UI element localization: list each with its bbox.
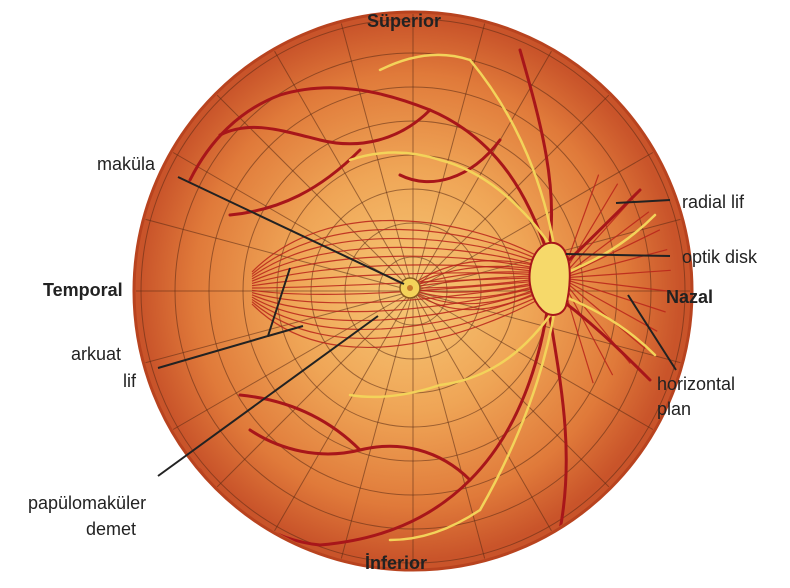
label-papillomacular-1: papülomaküler: [28, 492, 146, 514]
label-radial-fiber: radial lif: [682, 191, 744, 213]
label-inferior: İnferior: [365, 552, 427, 574]
label-optic-disc: optik disk: [682, 246, 757, 268]
label-nasal: Nazal: [666, 286, 713, 308]
label-superior: Süperior: [367, 10, 441, 32]
label-macula: maküla: [97, 153, 155, 175]
label-arcuate-2: lif: [123, 370, 136, 392]
fovea-center: [407, 285, 413, 291]
label-arcuate-1: arkuat: [71, 343, 121, 365]
label-horizontal-1: horizontal: [657, 373, 735, 395]
label-temporal: Temporal: [43, 279, 123, 301]
label-papillomacular-2: demet: [86, 518, 136, 540]
label-horizontal-2: plan: [657, 398, 691, 420]
